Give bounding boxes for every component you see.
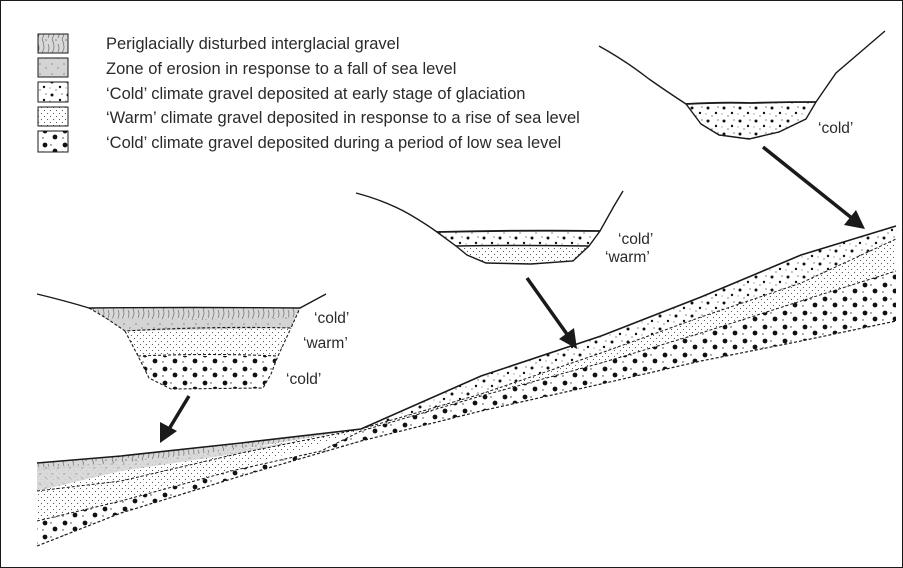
legend-label-cold-early: ‘Cold’ climate gravel deposited at early… (106, 85, 525, 103)
arrow-middle-to-profile (527, 278, 577, 349)
valley-left-fill-cold-bottom (138, 356, 278, 389)
legend: Periglacially disturbed interglacial gra… (38, 34, 580, 152)
valley-right-fill-cold (686, 102, 816, 139)
legend-swatch-cold-early (38, 82, 68, 102)
valley-section-middle: ‘cold’ ‘warm’ (356, 191, 653, 266)
valley-left-label-warm: ‘warm’ (303, 335, 348, 352)
legend-item-periglacial: Periglacially disturbed interglacial gra… (38, 34, 399, 53)
legend-swatch-warm (38, 107, 68, 126)
valley-middle-mid-line (456, 246, 589, 247)
legend-swatch-cold-low (38, 131, 68, 152)
valley-left-label-cold-top: ‘cold’ (314, 310, 349, 327)
legend-swatch-periglacial (38, 34, 68, 53)
legend-item-cold-low: ‘Cold’ climate gravel deposited during a… (38, 131, 561, 152)
valley-middle-label-cold: ‘cold’ (618, 231, 653, 248)
legend-label-cold-low: ‘Cold’ climate gravel deposited during a… (106, 134, 561, 152)
legend-label-warm: ‘Warm’ climate gravel deposited in respo… (106, 109, 580, 127)
valley-section-left: ‘cold’ ‘warm’ ‘cold’ (37, 294, 349, 389)
valley-right-label-cold: ‘cold’ (818, 120, 853, 137)
arrow-left-to-profile (160, 396, 189, 443)
arrow-right-to-profile (763, 147, 865, 229)
legend-label-periglacial: Periglacially disturbed interglacial gra… (106, 35, 399, 53)
valley-middle-label-warm: ‘warm’ (605, 249, 650, 266)
legend-label-erosion: Zone of erosion in response to a fall of… (106, 60, 456, 78)
legend-item-warm: ‘Warm’ climate gravel deposited in respo… (38, 107, 580, 127)
valley-middle-fill-cold (437, 231, 600, 246)
valley-left-profile (37, 294, 326, 308)
legend-item-erosion: Zone of erosion in response to a fall of… (38, 58, 456, 78)
valley-section-right: ‘cold’ (599, 31, 885, 139)
legend-swatch-erosion (38, 58, 68, 77)
legend-item-cold-early: ‘Cold’ climate gravel deposited at early… (38, 82, 525, 103)
valley-left-label-cold-bottom: ‘cold’ (286, 371, 321, 388)
down-right-arrow-icon (559, 328, 577, 349)
down-left-arrow-icon (160, 422, 177, 443)
valley-left-fill-warm (125, 328, 291, 356)
